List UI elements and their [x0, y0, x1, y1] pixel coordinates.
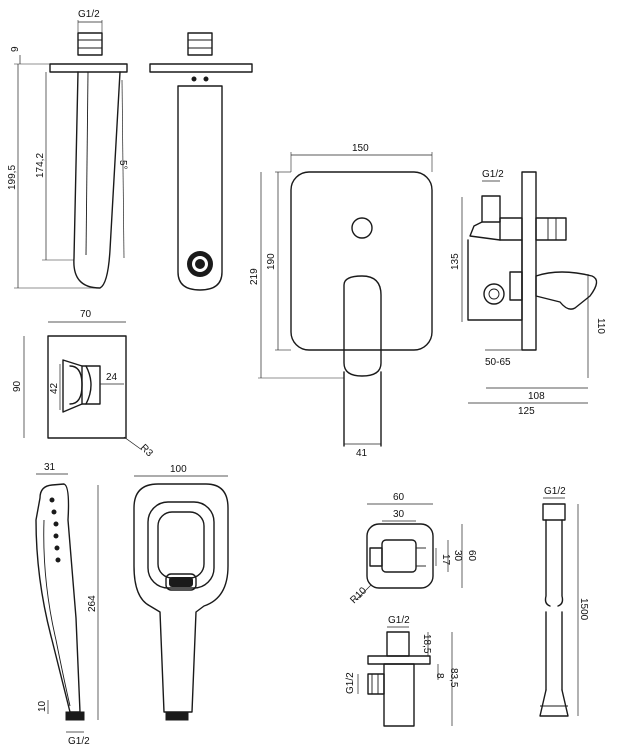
mixer-side-thread: G1/2: [482, 169, 504, 182]
mixer-side-dim-135: 135: [450, 197, 463, 322]
plate-90-label: 90: [12, 380, 23, 392]
mixer-dim-150: 150: [290, 143, 433, 172]
wall-outlet-side-view: [367, 631, 431, 727]
plate-side-view: [47, 335, 127, 439]
outlet-thread-top-label: G1/2: [388, 615, 410, 626]
outlet-radius-label: R10: [348, 585, 369, 606]
mixer-dim-219: 219: [249, 172, 344, 379]
screw-icon: [191, 76, 197, 82]
mixer-side-view: [467, 171, 598, 351]
side-135-label: 135: [450, 253, 461, 270]
mixer-dim-190: 190: [266, 171, 291, 351]
spout-thread-label: G1/2: [78, 9, 100, 20]
hand-shower-dim-264: 264: [87, 485, 99, 720]
hose-dim-1500: 1500: [577, 504, 589, 716]
outlet-side-thread-top: G1/2: [387, 615, 410, 628]
plate-24-label: 24: [106, 372, 118, 383]
mixer-41-label: 41: [356, 448, 368, 459]
outlet-60w-label: 60: [393, 492, 405, 503]
outlet-dim-30w: 30: [382, 509, 416, 522]
wall-outlet-front-view: [366, 523, 434, 589]
outlet-radius: R10: [348, 584, 372, 606]
outlet-side-dim-83: 83,5: [448, 632, 459, 726]
hand-shower-thread: G1/2: [66, 731, 90, 747]
hose-thread-label: G1/2: [544, 486, 566, 497]
plate-dim-70: 70: [48, 309, 126, 323]
spout-dim-174: 174,2: [35, 72, 74, 261]
mixer-219-label: 219: [249, 268, 260, 285]
hand-shower-front-view: [133, 483, 229, 721]
outlet-8-label: 8: [434, 673, 445, 679]
plate-dim-90: 90: [12, 336, 25, 438]
outlet-30w-label: 30: [393, 509, 405, 520]
outlet-60h-label: 60: [466, 550, 477, 562]
outlet-dim-17: 17: [435, 548, 451, 566]
spout-dim-199: 199,5: [7, 63, 96, 289]
side-108-label: 108: [528, 391, 545, 402]
hand-10-label: 10: [37, 700, 48, 712]
plate-dim-24: 24: [100, 372, 124, 385]
spout-dim-9: 9: [10, 46, 21, 64]
mixer-side-dim-range: 50-65: [485, 349, 522, 368]
spout-thread-dim: G1/2: [77, 9, 103, 33]
outlet-83-label: 83,5: [448, 668, 459, 688]
hand-shower-dim-31: 31: [36, 462, 68, 475]
mixer-side-dim-110: 110: [587, 274, 606, 378]
outlet-side-dim-18: 18,5: [421, 632, 432, 656]
side-125-label: 125: [518, 406, 535, 417]
outlet-30h-label: 30: [452, 550, 463, 562]
hose-view: [539, 503, 569, 717]
spout-9-label: 9: [10, 46, 21, 52]
mixer-150-label: 150: [352, 143, 369, 154]
screw-icon: [203, 76, 209, 82]
plate-dim-42: 42: [49, 364, 61, 410]
outlet-dim-30h: 30: [447, 540, 463, 572]
hand-shower-side-view: [35, 483, 85, 721]
side-110-label: 110: [595, 318, 606, 334]
hose-thread: G1/2: [543, 486, 566, 499]
spout-angle: 5°: [117, 79, 128, 259]
outlet-side-thread-side: G1/2: [345, 672, 359, 694]
outlet-dim-60w: 60: [367, 492, 433, 505]
plate-42-label: 42: [49, 382, 60, 394]
mixer-190-label: 190: [266, 253, 277, 270]
thread-nut-icon: [65, 711, 85, 721]
spout-side-view: [49, 32, 128, 289]
spout-angle-label: 5°: [117, 160, 128, 170]
plate-radius: R3: [123, 436, 155, 459]
spout-174-label: 174,2: [35, 153, 46, 178]
spout-199-label: 199,5: [7, 165, 18, 190]
mixer-dim-41: 41: [344, 443, 381, 459]
hand-264-label: 264: [87, 595, 98, 612]
plate-radius-label: R3: [138, 442, 155, 459]
hand-31-label: 31: [44, 462, 56, 473]
hose-1500-label: 1500: [578, 598, 589, 621]
side-range-label: 50-65: [485, 357, 511, 368]
side-thread-label: G1/2: [482, 169, 504, 180]
outlet-17-label: 17: [440, 554, 451, 566]
outlet-dim-60h: 60: [461, 524, 477, 588]
hand-shower-dim-100: 100: [134, 464, 228, 477]
mixer-side-dim-125: 125: [468, 402, 588, 417]
spout-front-view: [149, 32, 253, 291]
hand-100-label: 100: [170, 464, 187, 475]
hand-shower-dim-10: 10: [37, 700, 49, 714]
plate-70-label: 70: [80, 309, 92, 320]
outlet-side-dim-8: 8: [434, 664, 445, 680]
mixer-side-dim-108: 108: [486, 387, 588, 402]
hand-thread-label: G1/2: [68, 736, 90, 747]
outlet-18-label: 18,5: [421, 634, 432, 654]
outlet-thread-side-label: G1/2: [345, 672, 356, 694]
mixer-front-view: [290, 171, 433, 447]
